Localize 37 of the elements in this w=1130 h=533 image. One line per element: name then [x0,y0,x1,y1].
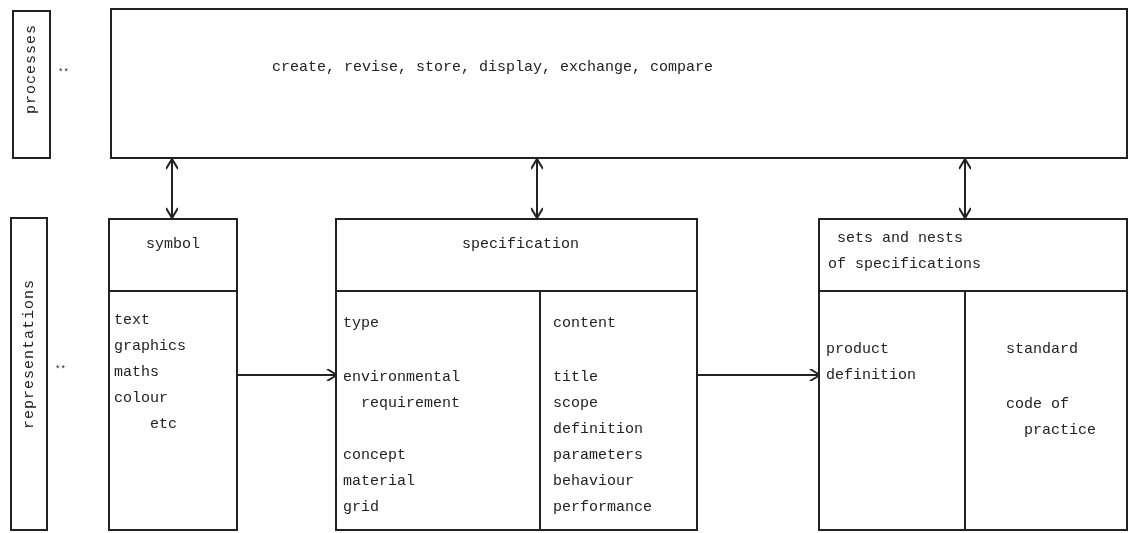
arrow [165,158,179,219]
column-box [818,218,1128,531]
column-box [335,218,698,531]
label: environmental requirement [343,368,462,414]
vertical-label-box [12,10,51,159]
heading: content [553,314,616,334]
label: title [553,368,598,388]
arrow [530,158,544,219]
label: parameters [553,446,643,466]
row-label: representations [20,279,39,430]
label: code of practice [1006,395,1096,441]
label: grid [343,498,379,518]
heading: product definition [826,340,917,386]
label: behaviour [553,472,634,492]
heading: specification [462,235,580,255]
annotation-mark: ** [55,365,66,375]
label: graphics [114,337,186,357]
row-label: processes [22,24,41,114]
vertical-label-box [10,217,48,531]
label: concept [343,446,406,466]
label: etc [150,415,177,435]
label: maths [114,363,159,383]
label: definition [553,420,643,440]
heading: type [343,314,379,334]
process-box [110,8,1128,159]
label: colour [114,389,168,409]
label: text [114,311,150,331]
label: create, revise, store, display, exchange, compare [272,58,714,78]
heading: standard [1006,340,1078,360]
label: performance [553,498,653,518]
heading: symbol [146,235,200,255]
annotation-mark: ** [58,68,69,78]
column-box [108,218,238,531]
label: material [343,472,415,492]
heading: sets and nests of specifications [828,229,981,275]
arrow [958,158,972,219]
label: scope [553,394,598,414]
